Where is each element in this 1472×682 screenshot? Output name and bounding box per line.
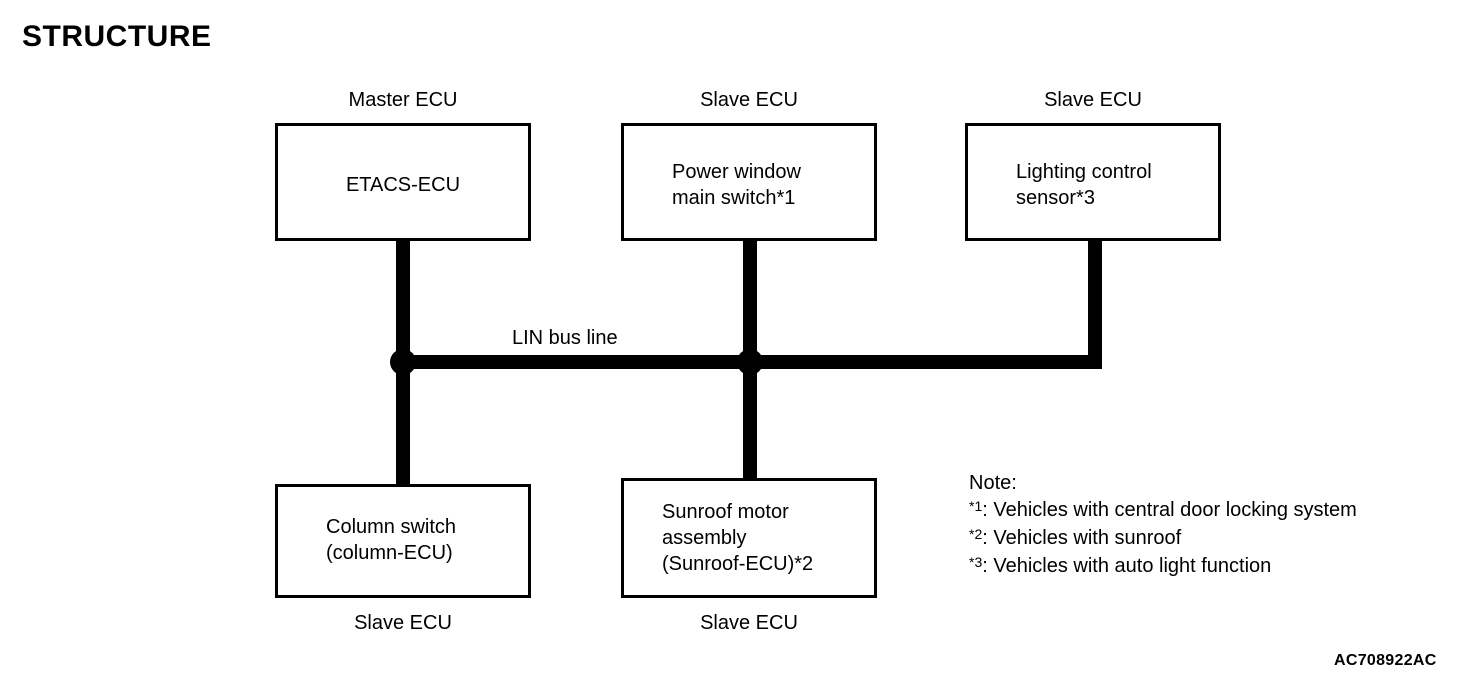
note-item-2: *2: Vehicles with sunroof: [969, 525, 1357, 553]
role-label-lighting-sensor: Slave ECU: [1044, 89, 1142, 111]
figure-code: AC708922AC: [1334, 652, 1437, 669]
page-title: STRUCTURE: [22, 20, 212, 53]
wire-power-window-to-bus: [743, 238, 757, 366]
note-text-3: : Vehicles with auto light function: [982, 555, 1272, 577]
node-box-column-switch[interactable]: Column switch (column-ECU): [275, 484, 531, 598]
note-item-3: *3: Vehicles with auto light function: [969, 553, 1357, 581]
role-label-column-switch: Slave ECU: [354, 612, 452, 634]
node-box-power-window[interactable]: Power window main switch*1: [621, 123, 877, 241]
junction-dot-power-window: [737, 349, 763, 375]
node-label-etacs: ETACS-ECU: [345, 174, 461, 196]
note-marker-3: *3: [969, 554, 983, 570]
node-label-sunroof-motor: Sunroof motor assembly (Sunroof-ECU)*2: [662, 501, 814, 575]
node-label-lighting-sensor: Lighting control sensor*3: [1016, 161, 1152, 209]
node-box-etacs[interactable]: ETACS-ECU: [275, 123, 531, 241]
note-marker-1: *1: [969, 498, 983, 514]
wire-etacs-to-bus: [396, 238, 410, 366]
role-label-sunroof-motor: Slave ECU: [700, 612, 798, 634]
note-item-1: *1: Vehicles with central door locking s…: [969, 497, 1357, 525]
role-label-power-window: Slave ECU: [700, 89, 798, 111]
note-marker-2: *2: [969, 526, 983, 542]
wire-lighting-sensor-drop: [1088, 238, 1102, 362]
note-text-1: : Vehicles with central door locking sys…: [982, 499, 1357, 521]
node-label-column-switch: Column switch (column-ECU): [326, 516, 457, 564]
wire-bus-to-column-switch: [396, 362, 410, 487]
note-heading: Note:: [969, 472, 1017, 494]
note-text-2: : Vehicles with sunroof: [982, 527, 1182, 549]
wire-bus-to-sunroof: [743, 362, 757, 487]
node-box-lighting-sensor[interactable]: Lighting control sensor*3: [965, 123, 1221, 241]
node-label-power-window: Power window main switch*1: [672, 161, 801, 209]
note-block: Note: *1: Vehicles with central door loc…: [969, 470, 1357, 581]
lin-bus-label: LIN bus line: [512, 327, 618, 349]
role-label-etacs: Master ECU: [348, 89, 458, 111]
node-box-sunroof-motor[interactable]: Sunroof motor assembly (Sunroof-ECU)*2: [621, 478, 877, 598]
junction-dot-etacs: [390, 349, 416, 375]
